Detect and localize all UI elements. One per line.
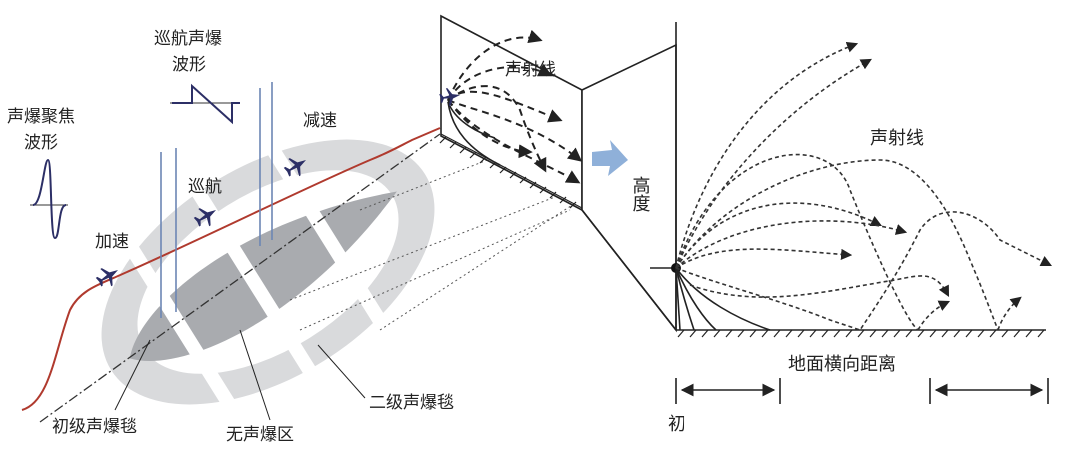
ground-distance-label: 地面横向距离: [788, 354, 896, 375]
ray-diagram-right: 声射线 高度 地面横向距离 初: [630, 22, 1074, 449]
boom-carpet: [101, 136, 435, 422]
cruise-waveform-label-2: 波形: [172, 55, 206, 75]
decelerate-label: 减速: [303, 111, 337, 131]
accelerate-label: 加速: [95, 232, 129, 252]
primary-carpet-label: 初级声爆毯: [52, 417, 137, 437]
flight-centerline: [39, 133, 441, 423]
ground-hatching: [677, 329, 1045, 338]
cruise-waveform-label-1: 巡航声爆: [154, 29, 222, 49]
acoustic-ray-right-label: 声射线: [870, 128, 924, 149]
no-boom-zone-label: 无声爆区: [226, 425, 294, 445]
altitude-label: 高度: [630, 176, 651, 212]
focus-waveform-label-1: 声爆聚焦: [7, 107, 75, 127]
projection-lines: [289, 154, 581, 331]
acoustic-ray-panel-label: 声射线: [505, 60, 556, 80]
secondary-carpet-label: 二级声爆毯: [369, 393, 454, 413]
flight-path: [21, 127, 441, 411]
acoustic-ray-panel: 声射线: [438, 14, 677, 333]
waveform-lines: [160, 82, 273, 318]
leader-lines: [114, 329, 366, 421]
blue-arrow-icon: [592, 140, 628, 176]
focus-waveform-label-2: 波形: [24, 133, 58, 153]
cruise-waveform-icon: [170, 83, 240, 125]
occlusion-overlay: [684, 405, 1074, 449]
focus-waveform-icon: [30, 158, 68, 240]
partial-label: 初: [668, 414, 686, 435]
cruise-label: 巡航: [188, 177, 222, 197]
